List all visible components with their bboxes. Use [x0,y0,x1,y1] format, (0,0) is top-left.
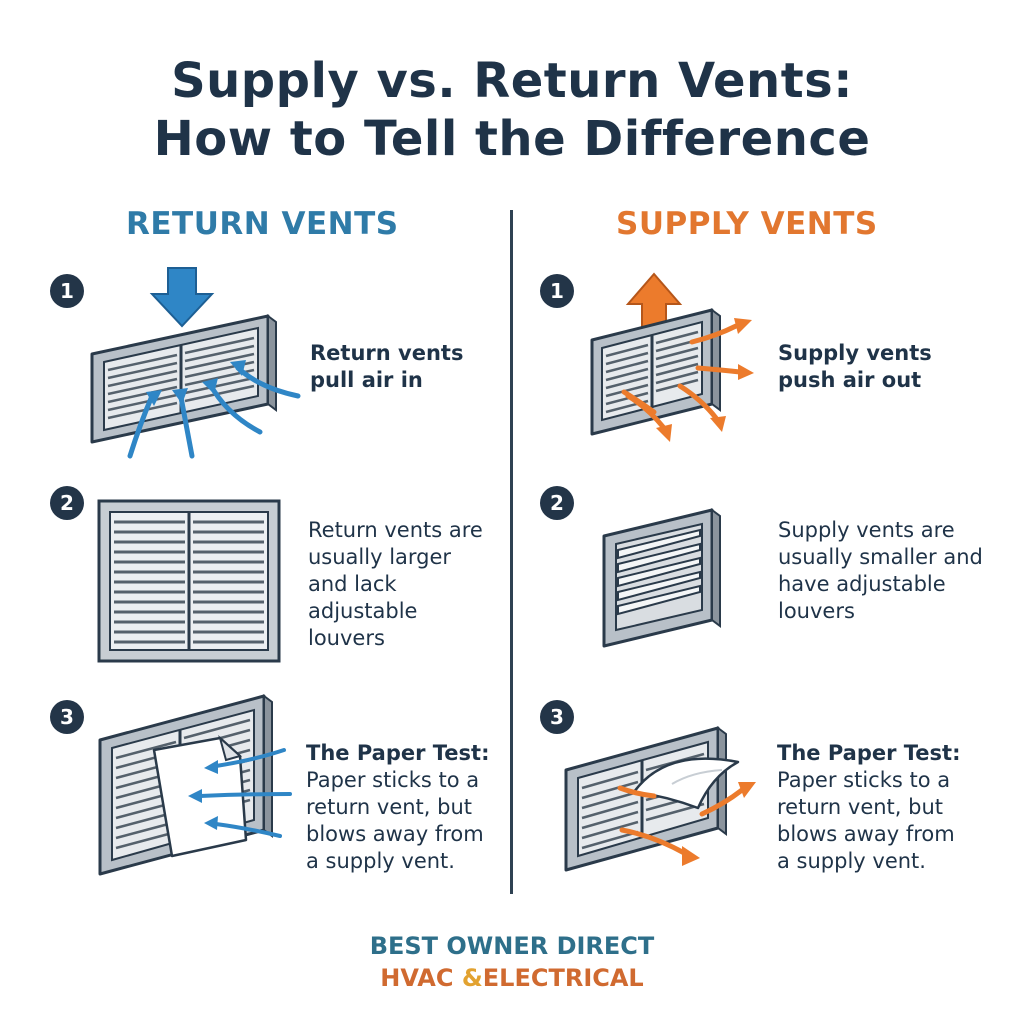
return-step-1-text: Return vents pull air in [310,340,463,394]
brand-line-1: BEST OWNER DIRECT [369,932,655,960]
large-return-grille-icon [97,499,281,663]
text-line: Supply vents are [778,518,955,542]
text-line: adjustable [308,599,418,623]
text-line: usually smaller and [778,545,983,569]
brand-ampersand: & [461,964,483,992]
return-step-2-text: Return vents are usually larger and lack… [308,517,483,652]
text-line: and lack [308,572,397,596]
text-line: usually larger [308,545,452,569]
text-line: louvers [308,626,385,650]
step-badge: 3 [50,700,84,734]
text-line: Return vents are [308,518,483,542]
text-line: Supply vents [778,341,932,365]
text-line: louvers [778,599,855,623]
text-line: return vent, but [306,795,473,819]
text-line: pull air in [310,368,423,392]
return-step-3-text: The Paper Test: Paper sticks to a return… [306,740,489,875]
brand-line-2: HVAC &ELECTRICAL [0,962,1024,994]
paper-stuck-to-return-vent-icon [98,694,292,876]
column-divider [510,210,513,894]
text-line: Paper sticks to a [777,768,951,792]
step-badge: 2 [540,486,574,520]
text-line: a supply vent. [306,849,455,873]
step-badge: 2 [50,486,84,520]
paper-test-heading: The Paper Test: [306,741,490,765]
supply-step-3-text: The Paper Test: Paper sticks to a return… [777,740,960,875]
return-vents-heading: RETURN VENTS [126,206,399,242]
title-line-2: How to Tell the Difference [153,111,871,167]
text-line: blows away from [777,822,955,846]
paper-test-heading: The Paper Test: [777,741,961,765]
text-line: a supply vent. [777,849,926,873]
step-badge: 3 [540,700,574,734]
paper-blowing-from-supply-vent-icon [564,726,756,872]
supply-step-1-text: Supply vents push air out [778,340,932,394]
brand-electrical: ELECTRICAL [482,964,644,992]
small-adjustable-louver-vent-icon [602,508,721,648]
page-title: Supply vs. Return Vents: How to Tell the… [0,52,1024,168]
text-line: Paper sticks to a [306,768,480,792]
supply-step-2-text: Supply vents are usually smaller and hav… [778,517,983,625]
title-line-1: Supply vs. Return Vents: [171,53,853,109]
step-badge: 1 [50,274,84,308]
text-line: return vent, but [777,795,944,819]
text-line: Return vents [310,341,464,365]
brand-logo: BEST OWNER DIRECT HVAC &ELECTRICAL [0,930,1024,994]
supply-vent-airflow-out-icon [590,272,754,442]
text-line: have adjustable [778,572,946,596]
text-line: blows away from [306,822,484,846]
supply-vents-heading: SUPPLY VENTS [616,206,878,242]
return-vent-airflow-in-icon [90,267,301,459]
step-badge: 1 [540,274,574,308]
text-line: push air out [778,368,922,392]
brand-hvac: HVAC [380,964,462,992]
